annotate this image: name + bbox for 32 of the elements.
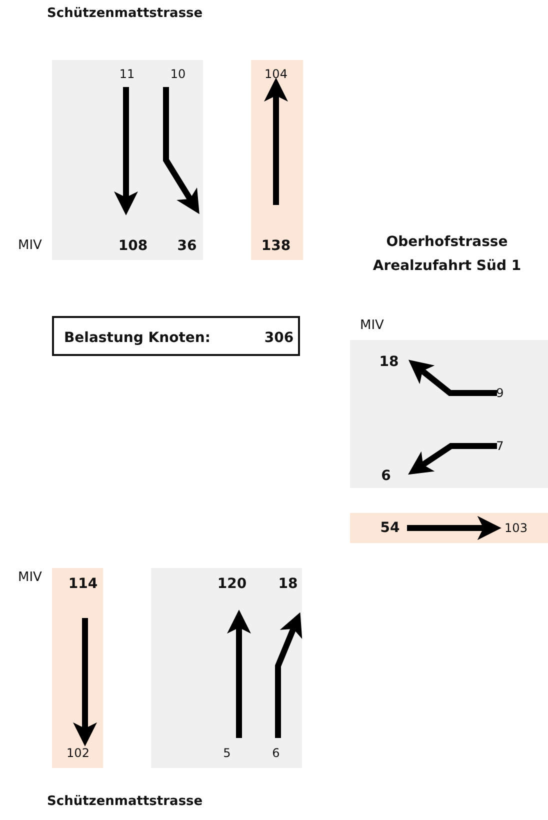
lane-count: 11: [119, 67, 135, 81]
traffic-count: 120: [217, 577, 247, 591]
street-name: Schützenmattstrasse: [47, 794, 203, 810]
summary-label: Belastung Knoten:: [64, 331, 210, 345]
lane-count: 10: [170, 67, 186, 81]
lane-count: 102: [66, 746, 90, 760]
lane-count: 9: [496, 386, 504, 400]
mode-label: MIV: [18, 238, 42, 254]
traffic-count: 36: [177, 239, 197, 253]
street-name: Schützenmattstrasse: [47, 6, 203, 22]
traffic-count: 108: [118, 239, 148, 253]
lane-count: 104: [264, 67, 288, 81]
traffic-count: 114: [68, 577, 98, 591]
summary-box: [52, 316, 300, 356]
traffic-count: 54: [380, 521, 400, 535]
count-panel: [52, 60, 203, 260]
mode-label: MIV: [18, 570, 42, 586]
lane-count: 7: [496, 439, 504, 453]
traffic-count: 138: [261, 239, 291, 253]
count-panel: [251, 60, 303, 260]
traffic-count: 18: [379, 355, 399, 369]
traffic-count: 6: [381, 469, 391, 483]
count-panel: [151, 568, 302, 768]
count-panel: [52, 568, 103, 768]
mode-label: MIV: [360, 318, 384, 334]
count-panel: [350, 340, 548, 488]
lane-count: 6: [272, 746, 280, 760]
lane-count: 103: [504, 521, 528, 535]
summary-value: 306: [264, 331, 294, 345]
street-name: Oberhofstrasse Arealzufahrt Süd 1: [372, 233, 522, 276]
lane-count: 5: [223, 746, 231, 760]
traffic-count: 18: [278, 577, 298, 591]
